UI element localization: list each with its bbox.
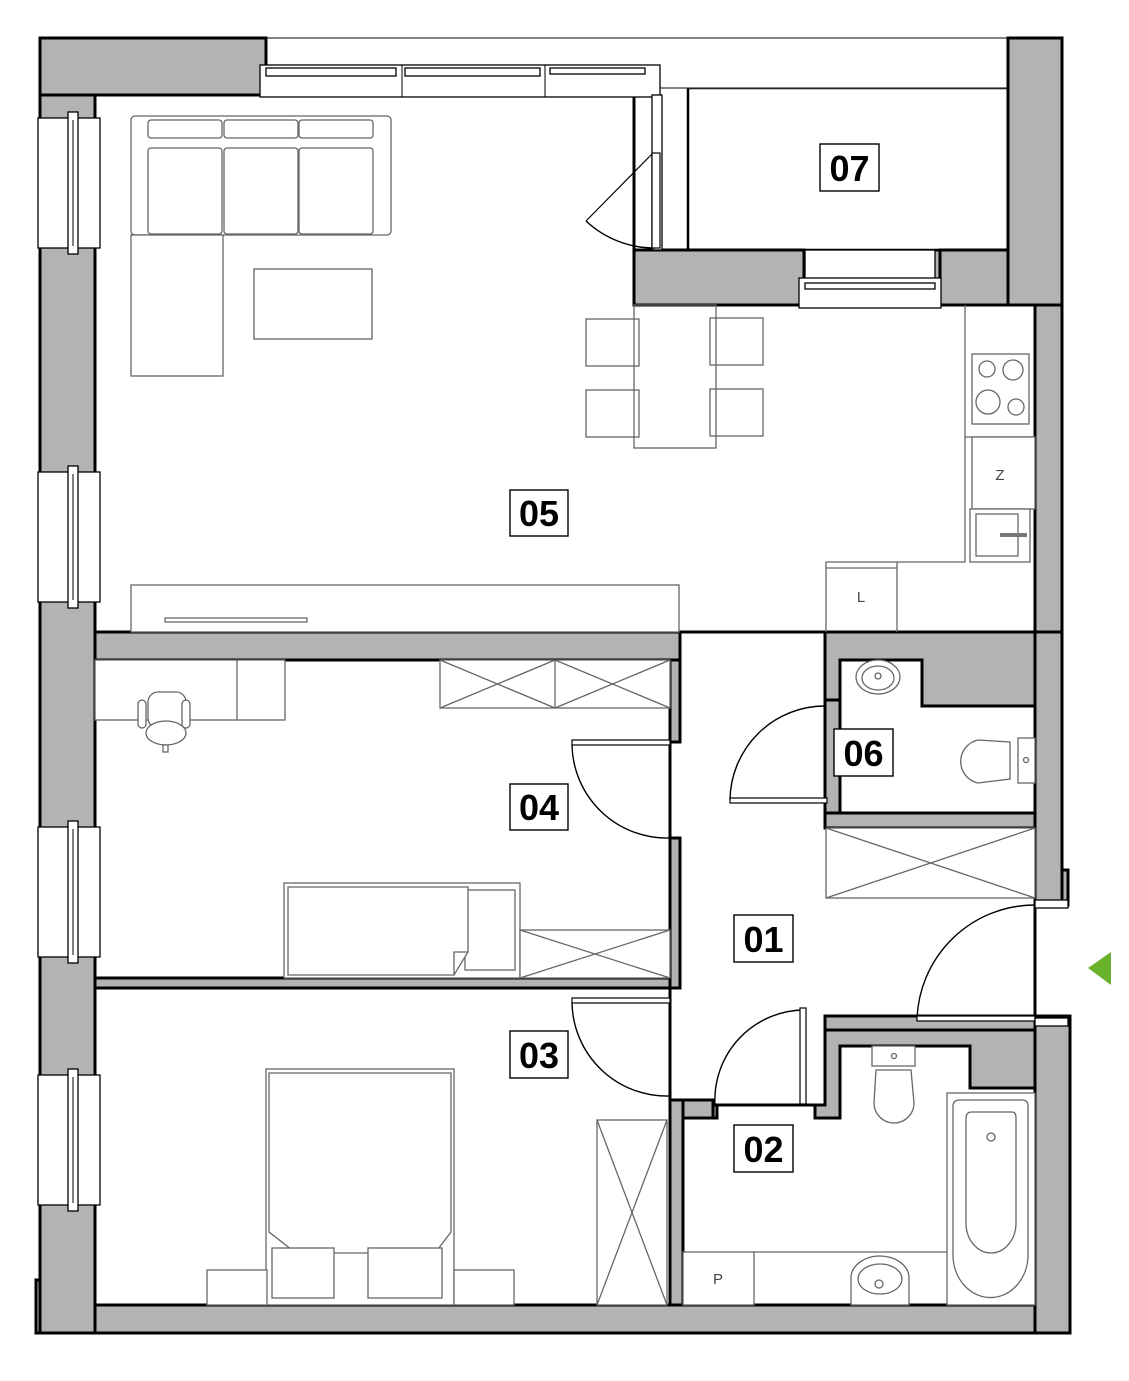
furniture-room-04 (94, 659, 671, 979)
doors (571, 152, 1069, 1106)
room-label-07[interactable]: 07 (819, 143, 880, 192)
room-label-06[interactable]: 06 (833, 728, 894, 777)
room-label-01[interactable]: 01 (733, 914, 794, 963)
nightstand-left-icon (206, 1269, 268, 1306)
svg-text:01: 01 (743, 919, 783, 960)
toilet-wc-icon (960, 737, 1036, 784)
furniture-bathroom: P (682, 1045, 1036, 1306)
washbasin-wc-icon (855, 659, 901, 695)
window-kitchen (798, 249, 942, 309)
furniture-wc (855, 659, 1036, 784)
window-03 (37, 1068, 101, 1212)
bottom-wall (93, 1303, 1072, 1335)
door-room-03[interactable] (571, 997, 671, 1097)
coffee-table-icon (253, 268, 373, 340)
window-05-lower (37, 465, 101, 609)
furniture-room-03 (206, 1068, 668, 1306)
wardrobe-icon (439, 659, 671, 709)
door-entrance[interactable] (916, 899, 1069, 1027)
svg-text:03: 03 (519, 1035, 559, 1076)
wc-lower-wall (823, 811, 1037, 830)
partition-wall-03-02 (668, 1098, 685, 1307)
kitchen-counter: Z L (825, 305, 1036, 632)
right-wall-top (1006, 36, 1064, 307)
washing-machine-label: P (713, 1271, 723, 1288)
toilet-bathroom-icon (871, 1045, 916, 1124)
door-room-02[interactable] (714, 1007, 807, 1106)
washing-machine-icon: P (682, 1251, 755, 1306)
partition-wall-04-03 (93, 976, 677, 990)
cabinet-04-icon (519, 929, 671, 979)
sofa-icon (130, 115, 392, 377)
nightstand-right-icon (453, 1269, 515, 1306)
window-05-top (259, 64, 661, 98)
bathtub-icon (946, 1092, 1036, 1306)
room-label-03[interactable]: 03 (509, 1030, 569, 1079)
partition-wall-04-hall-upper (668, 658, 682, 744)
wardrobe-03-icon (596, 1119, 668, 1306)
partition-wall-04-hall-lower (668, 836, 682, 990)
svg-text:06: 06 (843, 733, 883, 774)
window-04 (37, 820, 101, 964)
dishwasher-label: Z (995, 467, 1004, 484)
furniture-room-05: Z L (130, 115, 1036, 633)
room-labels: 07 05 04 06 01 03 02 (509, 143, 894, 1173)
room-label-04[interactable]: 04 (509, 783, 569, 831)
right-wall-upper (1033, 630, 1064, 907)
tv-cabinet-icon (130, 584, 680, 633)
room-label-02[interactable]: 02 (733, 1124, 794, 1173)
svg-text:04: 04 (519, 787, 559, 828)
bathroom-door-jamb (681, 1098, 715, 1120)
double-bed-icon (265, 1068, 455, 1306)
svg-text:05: 05 (519, 493, 559, 534)
dining-table-icon (585, 304, 764, 449)
fridge-label: L (857, 589, 865, 606)
partition-wall-05-04 (93, 630, 682, 662)
door-room-06[interactable] (729, 705, 828, 804)
balcony-wall-left (632, 248, 806, 307)
single-bed-icon (283, 882, 521, 979)
door-room-04[interactable] (571, 739, 671, 839)
office-chair-icon (137, 691, 191, 753)
top-left-wall (38, 36, 268, 97)
room-label-05[interactable]: 05 (509, 489, 569, 537)
door-balcony[interactable] (585, 152, 661, 249)
svg-text:02: 02 (743, 1129, 783, 1170)
window-05-upper (37, 111, 101, 255)
hall-wardrobe-icon (825, 827, 1036, 899)
washbasin-bathroom-icon (850, 1255, 910, 1306)
svg-text:07: 07 (829, 148, 869, 189)
entrance-arrow-icon (1088, 952, 1111, 985)
right-wall-lower (1033, 1014, 1072, 1335)
windows (37, 64, 942, 1212)
